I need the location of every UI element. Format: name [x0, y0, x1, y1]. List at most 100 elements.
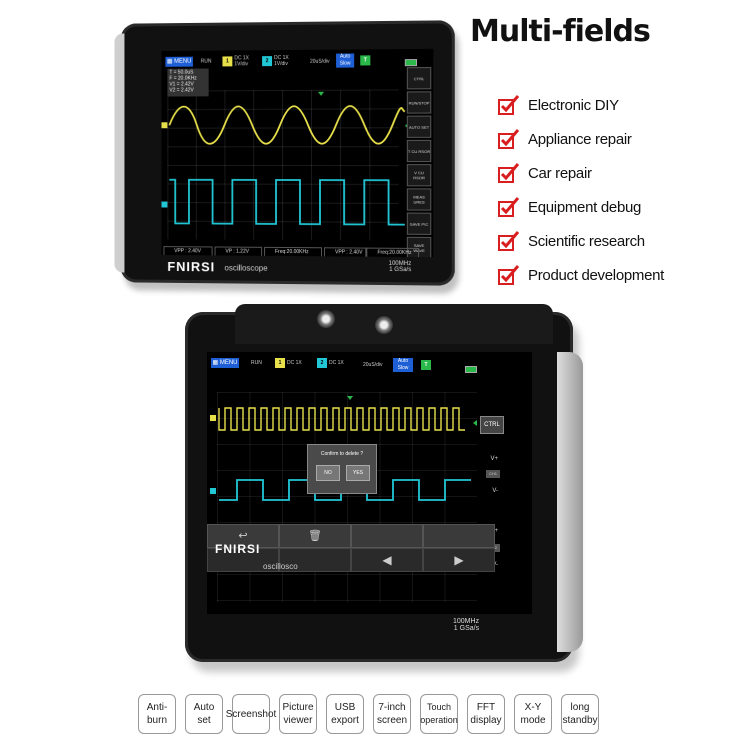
v-cursor-button[interactable]: V CU RSOR	[406, 164, 432, 187]
file-action-bar: ↩ 🗑 ◀ ▶	[207, 524, 497, 574]
dialog-no-button[interactable]: NO	[316, 465, 340, 481]
device-top-panel	[235, 304, 553, 344]
trigger-speed: Slow	[397, 365, 409, 371]
dialog-yes-button[interactable]: YES	[346, 465, 370, 481]
trigger-level-icon	[473, 420, 477, 426]
bandwidth-label: 100MHz	[453, 618, 480, 625]
timebase[interactable]: 20uS/div	[363, 362, 383, 368]
run-stop-button[interactable]: RUN/STOP	[406, 91, 432, 114]
ch1-v-plus-button[interactable]: V+	[490, 456, 498, 462]
waveform-display	[161, 91, 409, 257]
measurement-ch1-vpp: VPP : 2.40V	[163, 246, 213, 257]
bnc-connector-icon	[375, 316, 393, 334]
measurement-value: VP : 1.22V	[225, 248, 250, 255]
feature-label: Electronic DIY	[528, 96, 619, 114]
action-slot	[351, 524, 423, 548]
oscilloscope-device-angled: ▦ MENU RUN 1 DC 1X 2 DC 1X 20uS/div Auto…	[185, 304, 583, 662]
feature-chip-7-inch-screen: 7-inch screen	[373, 694, 411, 734]
checkbox-checked-icon	[498, 197, 520, 217]
next-button[interactable]: ▶	[423, 548, 495, 572]
arrow-left-icon: ◀	[382, 553, 392, 567]
ch1-sine-wave	[169, 106, 404, 144]
measurement-bar: VPP : 2.40V VP : 1.22V Freq:20.00KHz VPP…	[162, 245, 434, 258]
feature-item: Equipment debug	[498, 190, 664, 224]
model-label: oscilloscope	[224, 263, 268, 273]
prev-button[interactable]: ◀	[351, 548, 423, 572]
feature-label: Equipment debug	[528, 198, 642, 216]
ch2-marker	[210, 488, 216, 494]
feature-label: Appliance repair	[528, 130, 632, 148]
device-edge	[114, 33, 125, 273]
menu-label: MENU	[219, 360, 238, 366]
back-button[interactable]: ↩	[207, 524, 279, 548]
ctrl-button[interactable]: CTRL	[480, 416, 504, 434]
ch1-select-button[interactable]: CH1	[486, 470, 500, 478]
measurement-value: Freq:20.00KHz	[275, 248, 309, 256]
ch2-badge[interactable]: 2	[317, 358, 327, 368]
feature-chip-screenshot: Screenshot	[226, 694, 276, 734]
spec-label: 100MHz 1 GSa/s	[389, 261, 412, 273]
feature-chip-row: Anti-burn Auto set Screenshot Picture vi…	[138, 694, 614, 736]
brand-logo: FNIRSI	[167, 259, 216, 275]
ctrl-label: CTRL	[484, 422, 500, 428]
checkbox-checked-icon	[498, 95, 520, 115]
spec-label: 100MHz 1 GSa/s	[453, 618, 479, 632]
feature-chip-auto-set: Auto set	[185, 694, 223, 734]
sample-rate-label: 1 GSa/s	[453, 625, 480, 632]
run-status: RUN	[251, 360, 262, 366]
dialog-title: Confirm to delete ?	[320, 451, 364, 457]
feature-chip-picture-viewer: Picture viewer	[279, 694, 317, 734]
measures-button[interactable]: MEAS URES	[406, 188, 432, 211]
measurement-ch1-vp: VP : 1.22V	[214, 246, 263, 257]
trigger-badge[interactable]: T	[421, 360, 431, 370]
ch2-marker	[161, 201, 168, 208]
model-label: oscillosco	[263, 562, 298, 571]
ch1-badge[interactable]: 1	[275, 358, 285, 368]
trigger-position-icon	[347, 396, 353, 400]
action-slot	[207, 548, 279, 572]
feature-label: Car repair	[528, 164, 592, 182]
ch2-setting: DC 1X	[329, 360, 344, 366]
feature-label: Scientific research	[528, 232, 645, 250]
auto-set-button[interactable]: AUTO SET	[406, 115, 432, 138]
trigger-mode-button[interactable]: Auto Slow	[393, 358, 413, 372]
delete-button[interactable]: 🗑	[279, 524, 351, 548]
measurement-ch2-freq: Freq:20.00KHz	[366, 247, 420, 258]
checkbox-checked-icon	[498, 231, 520, 251]
ch1-square-wave	[218, 407, 465, 431]
feature-chip-fft-display: FFT display	[467, 694, 505, 734]
oscilloscope-screen: ▦ MENU RUN 1 DC 1X 1V/div 2 DC 1X 1V/div…	[161, 48, 434, 258]
ch1-setting: DC 1X	[287, 360, 302, 366]
bnc-connector-icon	[317, 310, 335, 328]
ch1-marker	[210, 415, 216, 421]
brand-logo: FNIRSI	[215, 542, 261, 556]
save-pic-button[interactable]: SAVE PIC	[406, 212, 432, 235]
checkbox-checked-icon	[498, 129, 520, 149]
measurement-value: VPP : 2.40V	[335, 249, 363, 256]
t-cursor-button[interactable]: T CU RSOR	[406, 139, 432, 163]
measurement-ch1-freq: Freq:20.00KHz	[264, 246, 323, 258]
feature-chip-long-standby: long standby	[561, 694, 599, 734]
menu-button[interactable]: ▦ MENU	[211, 358, 239, 368]
feature-list: Electronic DIY Appliance repair Car repa…	[498, 88, 664, 292]
feature-item: Electronic DIY	[498, 88, 664, 122]
action-slot	[423, 524, 495, 548]
action-slot	[279, 548, 351, 572]
feature-label: Product development	[528, 266, 665, 284]
side-button-column: CTRL RUN/STOP AUTO SET T CU RSOR V CU RS…	[406, 67, 432, 258]
feature-item: Scientific research	[498, 224, 664, 258]
ch1-label: CH1	[488, 471, 497, 476]
oscilloscope-screen: ▦ MENU RUN 1 DC 1X 2 DC 1X 20uS/div Auto…	[207, 352, 532, 614]
confirm-delete-dialog: Confirm to delete ? NO YES	[307, 444, 377, 494]
ctrl-button[interactable]: CTRL	[406, 67, 432, 90]
ch2-square-wave	[169, 180, 404, 225]
checkbox-checked-icon	[498, 163, 520, 183]
measurement-ch2-vpp: VPP : 2.40V	[324, 247, 367, 258]
arrow-right-icon: ▶	[454, 553, 464, 567]
feature-chip-touch-operation: Touch operation	[420, 694, 458, 734]
ch1-v-minus-button[interactable]: V-	[492, 488, 498, 494]
feature-chip-x-y-mode: X-Y mode	[514, 694, 552, 734]
device-side-panel	[557, 352, 583, 652]
ch2-v-minus-button[interactable]: V-	[492, 562, 498, 568]
status-bar: ▦ MENU RUN 1 DC 1X 2 DC 1X 20uS/div Auto…	[207, 352, 532, 378]
